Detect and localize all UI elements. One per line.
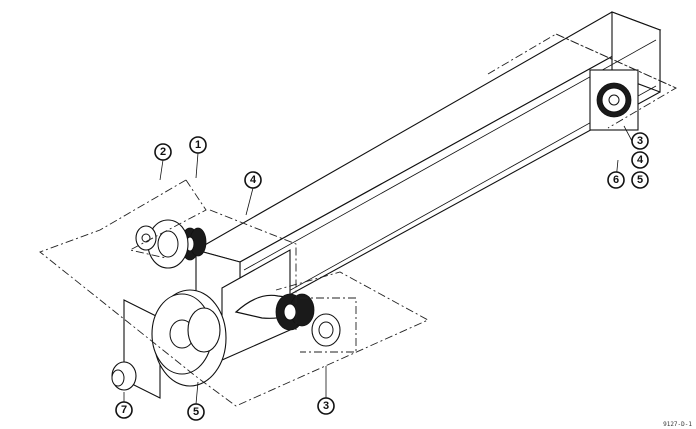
svg-text:1: 1 [195,139,201,151]
callout-2: 2 [154,143,172,161]
flange-plate-upper [135,219,189,269]
exploded-view-lines [39,33,677,407]
svg-text:6: 6 [613,174,619,186]
callout-7: 7 [115,401,133,419]
svg-text:3: 3 [323,400,329,412]
callout-4-middle: 4 [244,171,262,189]
callout-5-bottom: 5 [187,403,205,421]
svg-text:4: 4 [250,174,257,186]
svg-text:5: 5 [637,174,643,186]
svg-text:7: 7 [121,404,127,416]
svg-text:2: 2 [160,146,166,158]
gear-motor [111,361,137,391]
callout-1: 1 [189,136,207,154]
svg-text:5: 5 [193,406,199,418]
svg-text:3: 3 [637,135,643,147]
callout-5-right: 5 [631,171,649,189]
callout-3-bottom: 3 [317,397,335,415]
callout-4-right: 4 [631,151,649,169]
inner-shaft-coupling [275,293,341,347]
figure-id: 9127-D-1 [663,421,692,428]
svg-text:4: 4 [637,154,644,166]
trough-housing [194,11,662,361]
drive-pulley [123,289,227,399]
leader-lines [123,125,633,405]
callout-3-right: 3 [631,132,649,150]
right-flange-bearing [596,82,632,118]
callout-6: 6 [607,171,625,189]
